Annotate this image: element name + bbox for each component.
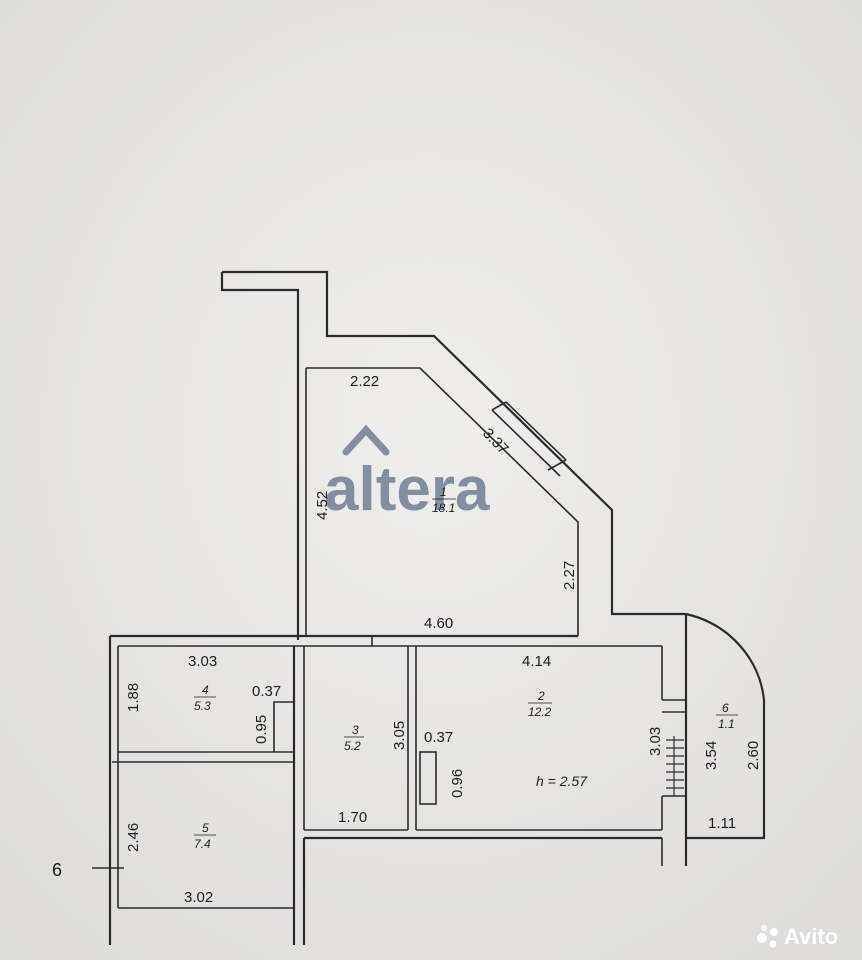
dim-r4-niche-h: 0.95 bbox=[253, 715, 270, 744]
ceiling-height: h = 2.57 bbox=[536, 773, 588, 789]
dim-r2-niche-w: 0.37 bbox=[424, 729, 453, 746]
dim-r3-bottom: 1.70 bbox=[338, 809, 367, 826]
dim-r4-top: 3.03 bbox=[188, 653, 217, 670]
axis-label: 6 bbox=[52, 860, 62, 880]
room-5-number: 5 bbox=[202, 821, 209, 835]
room-6-area: 1.1 bbox=[718, 717, 735, 731]
dim-r4-niche-w: 0.37 bbox=[252, 683, 281, 700]
room-1-outer-wall bbox=[222, 270, 686, 616]
room-3-number: 3 bbox=[352, 723, 359, 737]
dim-r2-right: 3.03 bbox=[647, 727, 664, 756]
room-2-area: 12.2 bbox=[528, 705, 552, 719]
dimension-labels: 2.22 3.37 4.52 2.27 4.60 3.03 1.88 0.37 … bbox=[125, 373, 762, 906]
avito-dot-3 bbox=[769, 940, 777, 948]
window-end-a bbox=[491, 401, 507, 411]
avito-dot-4 bbox=[761, 925, 767, 931]
room-4-label: 4 5.3 bbox=[194, 683, 216, 713]
room-5-area: 7.4 bbox=[194, 837, 211, 851]
room-2-label: 2 12.2 bbox=[528, 689, 552, 719]
dim-r2-niche-h: 0.96 bbox=[449, 769, 466, 798]
altera-watermark: altera bbox=[324, 424, 490, 524]
room-3-label: 3 5.2 bbox=[344, 723, 364, 753]
balcony-outline bbox=[685, 612, 766, 840]
dim-r1-right: 2.27 bbox=[561, 561, 578, 590]
room-4-number: 4 bbox=[202, 683, 209, 697]
dim-r1-top: 2.22 bbox=[350, 373, 379, 390]
dim-r5-bottom: 3.02 bbox=[184, 889, 213, 906]
window-diagonal-1 bbox=[491, 409, 561, 477]
balcony-door-hatch bbox=[666, 736, 684, 796]
room-1-area: 18.1 bbox=[432, 501, 455, 515]
room-1-number: 1 bbox=[440, 485, 447, 499]
altera-logo-text: altera bbox=[324, 455, 490, 524]
room-2-niche bbox=[419, 751, 437, 805]
avito-dot-1 bbox=[757, 933, 767, 943]
avito-watermark: Avito bbox=[757, 924, 838, 949]
room-labels: 1 18.1 2 12.2 3 5.2 4 5.3 5 7.4 6 1.1 bbox=[194, 485, 738, 851]
room-4-area: 5.3 bbox=[194, 699, 211, 713]
dim-r1-bottom: 4.60 bbox=[424, 615, 453, 632]
altera-roof-icon bbox=[342, 424, 390, 456]
dim-r2-top: 4.14 bbox=[522, 653, 551, 670]
dim-r6-bottom: 1.11 bbox=[708, 815, 736, 832]
dim-r3-height: 3.05 bbox=[391, 721, 408, 750]
window-diagonal-2 bbox=[505, 401, 567, 461]
dim-r6-outer: 2.60 bbox=[745, 741, 762, 770]
window-end-b bbox=[547, 459, 567, 471]
avito-logo-text: Avito bbox=[784, 924, 838, 949]
dim-r1-left: 4.52 bbox=[314, 491, 331, 520]
room-4-niche bbox=[273, 701, 294, 752]
dim-r6-inner: 3.54 bbox=[703, 741, 720, 770]
room-5-label: 5 7.4 bbox=[194, 821, 216, 851]
avito-dot-2 bbox=[770, 928, 778, 936]
walls bbox=[92, 270, 766, 945]
room-1-label: 1 18.1 bbox=[432, 485, 456, 515]
room-6-number: 6 bbox=[722, 701, 729, 715]
dim-r4-left: 1.88 bbox=[125, 683, 142, 712]
left-top-hook bbox=[220, 272, 300, 640]
room-2-number: 2 bbox=[537, 689, 545, 703]
dim-r5-left: 2.46 bbox=[125, 823, 142, 852]
room-3-area: 5.2 bbox=[344, 739, 361, 753]
room-6-label: 6 1.1 bbox=[716, 701, 738, 731]
room-1-inner-wall bbox=[306, 367, 579, 636]
